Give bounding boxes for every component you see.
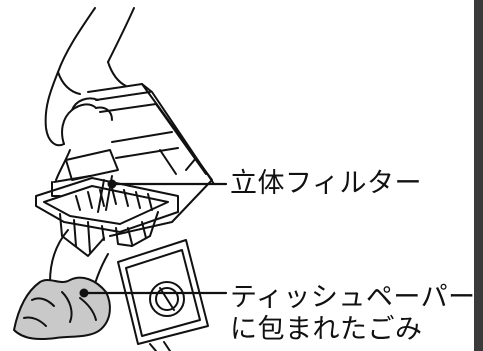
- tissue-label-line1: ティッシュペーパー: [230, 282, 476, 313]
- leader-lines: [79, 179, 228, 298]
- tissue-label-line2: に包まれたごみ: [230, 314, 423, 345]
- tissue-wrapped-trash-illustration: [13, 276, 111, 340]
- hand-illustration: [44, 7, 135, 181]
- 3d-filter-illustration: [35, 175, 179, 257]
- dust-bin-illustration: [51, 83, 215, 237]
- bin-lid-illustration: [117, 239, 209, 351]
- page-edge-rule: [474, 0, 483, 351]
- filter-label: 立体フィルター: [230, 168, 422, 199]
